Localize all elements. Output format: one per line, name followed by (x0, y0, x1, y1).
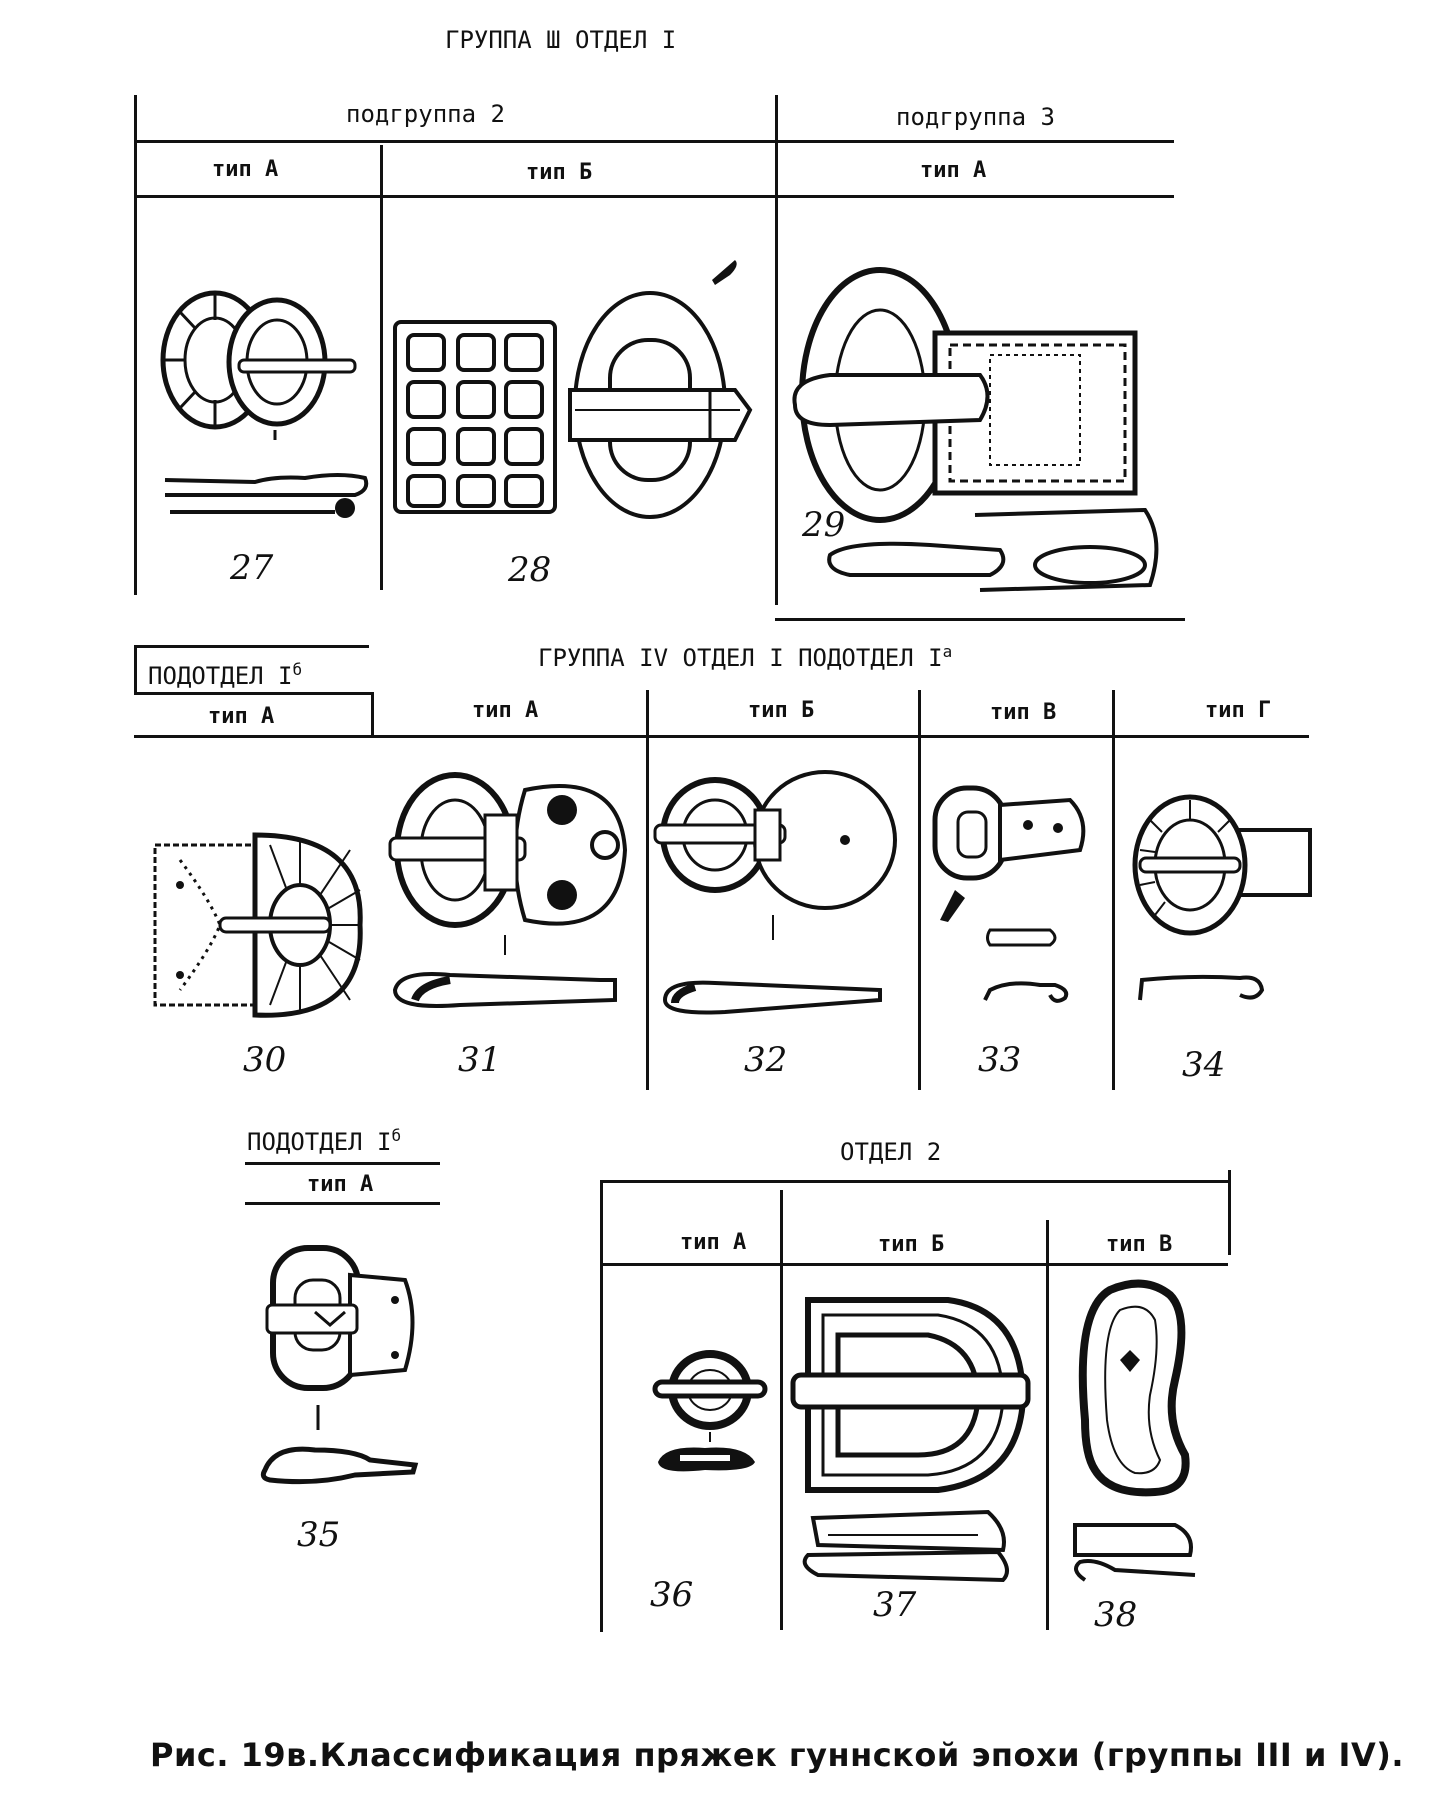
buckle-drawing-38 (1065, 1270, 1215, 1610)
type-label: тип Г (1205, 698, 1272, 723)
section-title-group-3: ГРУППА Ш ОТДЕЛ I (445, 26, 677, 54)
table-rule (134, 140, 1174, 143)
subdivision-label: ПОДОТДЕЛ Iб (247, 1126, 401, 1156)
column-divider (646, 690, 649, 1090)
table-rule (775, 618, 1185, 621)
table-rule (245, 1202, 440, 1205)
figure-number: 35 (297, 1515, 341, 1555)
column-divider (600, 1180, 603, 1632)
column-divider (918, 690, 921, 1090)
type-label: тип Б (878, 1232, 945, 1257)
figure-number: 31 (458, 1040, 502, 1080)
figure-caption: Рис. 19в.Классификация пряжек гуннской э… (150, 1736, 1404, 1774)
buckle-drawing-37 (788, 1290, 1038, 1590)
table-rule (134, 195, 1174, 198)
column-divider (775, 95, 778, 605)
figure-number: 37 (873, 1585, 917, 1625)
column-divider (780, 1190, 783, 1630)
table-rule (134, 645, 369, 648)
buckle-drawing-27 (155, 290, 375, 518)
figure-number: 32 (744, 1040, 788, 1080)
buckle-drawing-28 (390, 260, 760, 530)
table-rule (245, 1162, 440, 1165)
buckle-drawing-30 (150, 830, 370, 1020)
figure-number: 27 (230, 548, 274, 588)
bracket-line (134, 645, 137, 695)
subgroup-3-label: подгруппа 3 (896, 103, 1055, 131)
figure-number: 30 (243, 1040, 287, 1080)
section-title-group-4: ГРУППА IV ОТДЕЛ I ПОДОТДЕЛ Iа (538, 642, 952, 672)
type-a-label: тип А (212, 157, 279, 182)
buckle-drawing-35 (255, 1240, 430, 1510)
division-2-label: ОТДЕЛ 2 (840, 1138, 942, 1166)
subgroup-2-label: подгруппа 2 (346, 100, 505, 128)
superscript: а (942, 642, 953, 661)
buckle-drawing-32 (655, 775, 905, 1025)
type-label: тип А (472, 698, 539, 723)
figure-number: 38 (1094, 1595, 1138, 1635)
type-a-label: тип А (920, 158, 987, 183)
type-label: тип А (307, 1172, 374, 1197)
type-label: тип А (208, 704, 275, 729)
buckle-drawing-36 (650, 1350, 770, 1472)
subdivision-label: ПОДОТДЕЛ Iб (148, 660, 302, 690)
type-b-label: тип Б (526, 160, 593, 185)
buckle-drawing-33 (930, 780, 1105, 1020)
subdivision-text: ПОДОТДЕЛ I (247, 1128, 392, 1156)
superscript: б (292, 660, 303, 679)
type-label: тип В (990, 700, 1057, 725)
column-divider (1112, 690, 1115, 1090)
superscript: б (391, 1126, 402, 1145)
subdivision-text: ПОДОТДЕЛ I (148, 662, 293, 690)
column-divider (1046, 1220, 1049, 1630)
bracket-line (371, 692, 374, 737)
table-rule (134, 735, 1309, 738)
type-label: тип В (1106, 1232, 1173, 1257)
title-text: ГРУППА IV ОТДЕЛ I ПОДОТДЕЛ I (538, 644, 943, 672)
type-label: тип Б (748, 698, 815, 723)
table-border (134, 95, 137, 595)
buckle-drawing-34 (1130, 790, 1320, 1020)
table-rule (134, 692, 374, 695)
type-label: тип А (680, 1230, 747, 1255)
table-rule (600, 1180, 1230, 1183)
figure-number: 28 (508, 550, 552, 590)
figure-number: 36 (650, 1575, 694, 1615)
figure-number: 34 (1182, 1045, 1226, 1085)
buckle-drawing-31 (390, 770, 635, 1030)
figure-number: 29 (802, 505, 846, 545)
buckle-drawing-29 (790, 265, 1170, 600)
column-divider (380, 145, 383, 590)
column-divider (1228, 1170, 1231, 1255)
table-rule (600, 1263, 1228, 1266)
figure-number: 33 (978, 1040, 1022, 1080)
